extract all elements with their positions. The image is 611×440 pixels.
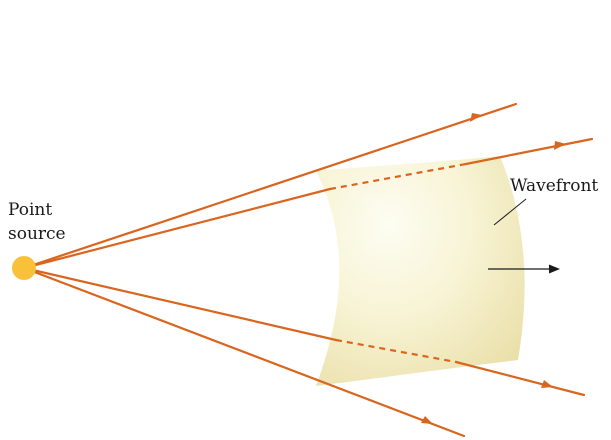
wavefront-label: Wavefront	[510, 176, 598, 196]
ray-arrowhead	[541, 380, 553, 388]
ray-upper-inner-front	[24, 189, 330, 268]
ray-arrowhead	[421, 416, 433, 424]
ray-lower-inner-back	[456, 362, 584, 395]
wavefront-surface	[316, 156, 525, 386]
ray-upper-inner-back	[466, 139, 592, 164]
ray-arrowhead	[470, 113, 482, 122]
point-source-label-line2: source	[8, 224, 66, 244]
point-source-dot	[12, 256, 36, 280]
point-source-label-line1: Point	[8, 200, 52, 220]
ray-lower-inner-front	[24, 268, 336, 340]
